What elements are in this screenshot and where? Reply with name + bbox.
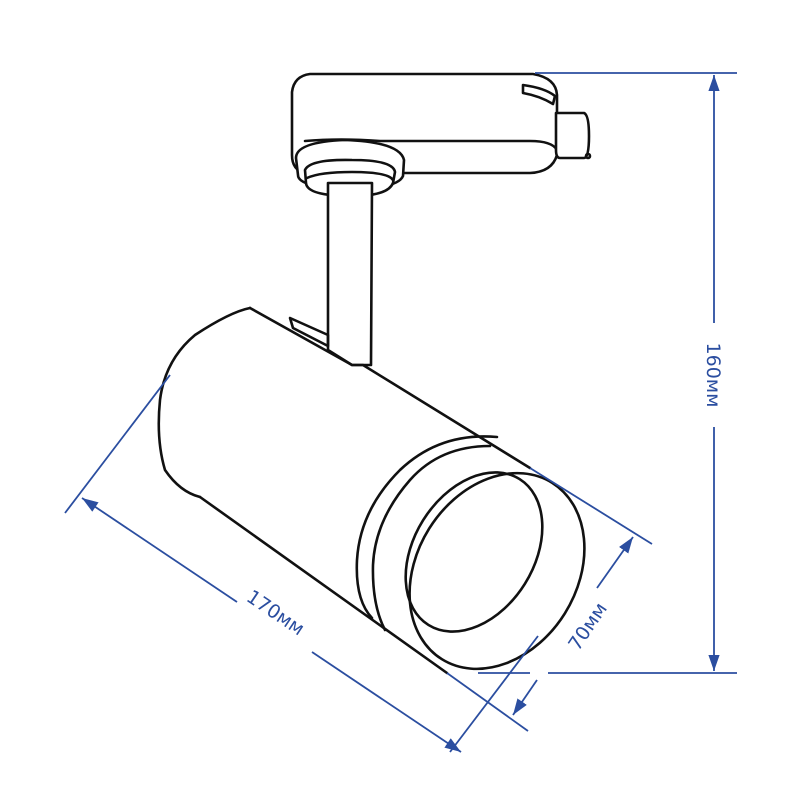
length-label: 170мм xyxy=(242,586,308,641)
lamp-body xyxy=(157,306,586,675)
height-dimension: 160мм xyxy=(478,72,737,674)
diameter-dimension: 70мм xyxy=(449,467,653,753)
diameter-label: 70мм xyxy=(564,599,612,655)
height-label: 160мм xyxy=(702,343,724,408)
length-dimension: 170мм xyxy=(64,374,529,753)
stem xyxy=(326,181,374,367)
